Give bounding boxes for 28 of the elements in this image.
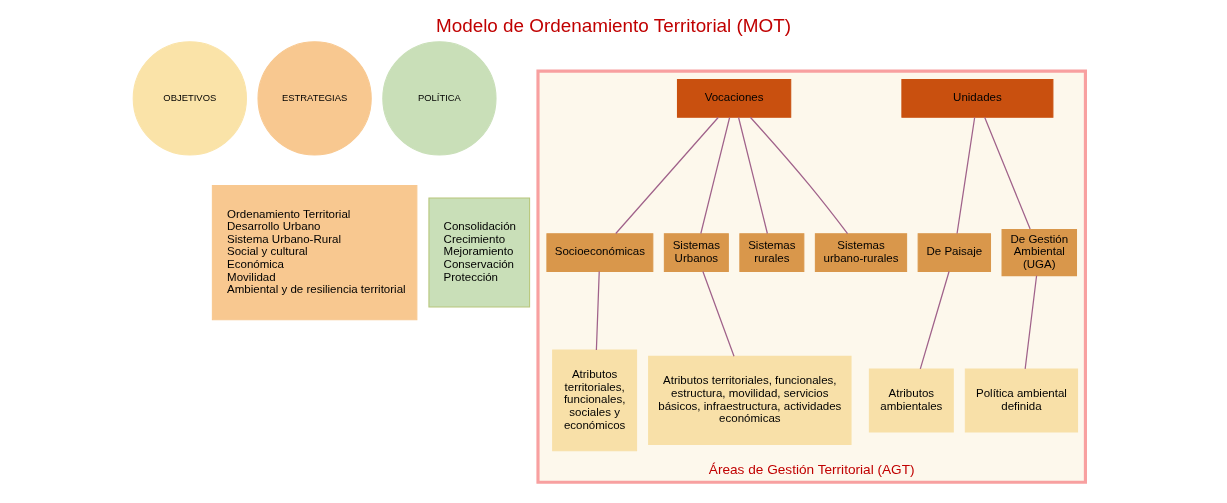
node-box: Atributos territoriales, funcionales, sociales y económicos [552,349,638,452]
node-box: Ordenamiento Territorial Desarrollo Urbano Sistema Urbano-Rural Social y cultural Económica Movilidad Ambiental y de resiliencia territorial [211,184,418,321]
connector [702,270,735,357]
node-box: Sistemas rurales [739,233,805,272]
node-box: Atributos ambientales [868,368,954,433]
node-box: Sistemas Urbanos [663,233,729,272]
connector [700,116,731,235]
node-box: Socioeconómicas [546,233,654,272]
connector [1024,275,1038,370]
connector [984,116,1031,230]
node-circle: OBJETIVOS [132,41,247,156]
node-circle: POLÍTICA [382,41,497,156]
connector [749,116,849,235]
connector [919,270,950,370]
connector [956,116,976,235]
node-box: Consolidación Crecimiento Mejoramiento Conservación Protección [428,197,531,308]
node-box: De Gestión Ambiental (UGA) [1001,228,1078,277]
node-box: Unidades [901,79,1054,118]
node-box: Atributos territoriales, funcionales, estructura, movilidad, servicios básicos, infraestructura, actividades económicas [648,355,852,445]
node-box: Política ambiental definida [964,368,1079,433]
node-box: Vocaciones [676,79,792,118]
node-box: Sistemas urbano-rurales [814,233,908,272]
connector [737,116,768,235]
connector [615,116,719,235]
connector [595,270,600,351]
node-circle: ESTRATEGIAS [257,41,372,156]
node-box: De Paisaje [917,233,992,272]
diagram-title: Modelo de Ordenamiento Territorial (MOT) [436,14,791,36]
